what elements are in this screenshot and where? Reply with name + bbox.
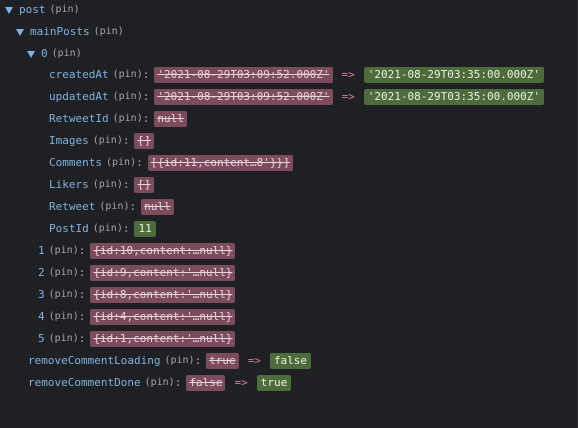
pin-button[interactable]: (pin)	[48, 333, 79, 344]
diff-arrow: =>	[341, 68, 355, 81]
field-row-removeCommentDone[interactable]: removeCommentDone (pin) : false => true	[28, 375, 292, 391]
pin-button[interactable]: (pin)	[93, 26, 124, 37]
old-value: []	[134, 177, 154, 193]
pin-button[interactable]: (pin)	[92, 135, 123, 146]
pin-button[interactable]: (pin)	[112, 91, 143, 102]
caret-down-icon[interactable]	[5, 6, 13, 14]
field-row-removeCommentLoading[interactable]: removeCommentLoading (pin) : true => fal…	[28, 353, 312, 369]
field-row-createdAt[interactable]: createdAt (pin) : '2021-08-29T03:09:52.0…	[49, 67, 544, 83]
pin-button[interactable]: (pin)	[99, 201, 130, 212]
old-value: {id:8,content:'…null}	[90, 287, 236, 303]
field-row-RetweetId[interactable]: RetweetId (pin) : null	[49, 111, 187, 127]
colon: :	[122, 134, 130, 147]
field-row-updatedAt[interactable]: updatedAt (pin) : '2021-08-29T03:09:52.0…	[49, 89, 544, 105]
node-key: 4	[38, 310, 45, 323]
node-key: 1	[38, 244, 45, 257]
pin-button[interactable]: (pin)	[164, 355, 195, 366]
field-row-Images[interactable]: Images (pin) : []	[49, 133, 154, 149]
tree-node-mainPosts[interactable]: mainPosts (pin)	[16, 24, 124, 40]
caret-down-icon[interactable]	[27, 50, 35, 58]
pin-button[interactable]: (pin)	[48, 311, 79, 322]
node-key: 5	[38, 332, 45, 345]
diff-arrow: =>	[234, 376, 248, 389]
colon: :	[78, 332, 86, 345]
tree-node-item-1[interactable]: 1 (pin) : {id:10,content:…null}	[38, 243, 236, 259]
diff-arrow: =>	[341, 90, 355, 103]
colon: :	[78, 266, 86, 279]
field-key: PostId	[49, 222, 89, 235]
old-value: true	[206, 353, 239, 369]
pin-button[interactable]: (pin)	[112, 69, 143, 80]
colon: :	[122, 222, 130, 235]
old-value: null	[141, 199, 174, 215]
new-value: true	[256, 375, 292, 391]
field-key: removeCommentLoading	[28, 354, 161, 367]
colon: :	[78, 288, 86, 301]
old-value: false	[186, 375, 226, 391]
pin-button[interactable]: (pin)	[48, 267, 79, 278]
tree-node-item-5[interactable]: 5 (pin) : {id:1,content:'…null}	[38, 331, 236, 347]
pin-button[interactable]: (pin)	[112, 113, 143, 124]
pin-button[interactable]: (pin)	[105, 157, 137, 168]
old-value: []	[134, 133, 154, 149]
colon: :	[136, 156, 143, 169]
pin-button[interactable]: (pin)	[48, 289, 79, 300]
pin-button[interactable]: (pin)	[51, 48, 82, 59]
tree-node-item-0[interactable]: 0 (pin)	[27, 46, 82, 62]
colon: :	[194, 354, 202, 367]
node-key: 2	[38, 266, 45, 279]
node-key: 3	[38, 288, 45, 301]
field-row-Retweet[interactable]: Retweet (pin) : null	[49, 199, 174, 215]
new-value: '2021-08-29T03:35:00.000Z'	[363, 89, 544, 105]
node-key: post	[19, 3, 46, 16]
tree-node-item-2[interactable]: 2 (pin) : {id:9,content:'…null}	[38, 265, 236, 281]
old-value: '2021-08-29T03:09:52.000Z'	[154, 67, 333, 83]
diff-arrow: =>	[247, 354, 261, 367]
field-row-PostId[interactable]: PostId (pin) : 11	[49, 221, 156, 237]
colon: :	[122, 178, 130, 191]
field-key: Retweet	[49, 200, 96, 213]
colon: :	[174, 376, 182, 389]
field-row-Likers[interactable]: Likers (pin) : []	[49, 177, 154, 193]
field-key: Images	[49, 134, 89, 147]
field-key: createdAt	[49, 68, 109, 81]
colon: :	[142, 68, 150, 81]
new-value: '2021-08-29T03:35:00.000Z'	[363, 67, 544, 83]
old-value: null	[154, 111, 187, 127]
colon: :	[78, 310, 86, 323]
field-key: RetweetId	[49, 112, 109, 125]
colon: :	[142, 90, 150, 103]
old-value: {id:4,content:'…null}	[90, 309, 236, 325]
new-value: 11	[134, 221, 156, 237]
node-key: mainPosts	[30, 25, 90, 38]
colon: :	[129, 200, 137, 213]
new-value: false	[269, 353, 312, 369]
old-value: {id:9,content:'…null}	[90, 265, 236, 281]
old-value: '2021-08-29T03:09:52.000Z'	[154, 89, 333, 105]
node-key: 0	[41, 47, 48, 60]
field-row-Comments[interactable]: Comments (pin) : [{id:11,content…8'}}]	[49, 155, 293, 171]
pin-button[interactable]: (pin)	[48, 245, 79, 256]
pin-button[interactable]: (pin)	[92, 179, 123, 190]
colon: :	[78, 244, 86, 257]
caret-down-icon[interactable]	[16, 28, 24, 36]
colon: :	[142, 112, 150, 125]
field-key: updatedAt	[49, 90, 109, 103]
field-key: Comments	[49, 156, 102, 169]
old-value: {id:10,content:…null}	[90, 243, 236, 259]
tree-node-post[interactable]: post (pin)	[5, 2, 80, 18]
pin-button[interactable]: (pin)	[92, 223, 123, 234]
pin-button[interactable]: (pin)	[144, 377, 175, 388]
old-value: [{id:11,content…8'}}]	[147, 155, 293, 171]
tree-node-item-3[interactable]: 3 (pin) : {id:8,content:'…null}	[38, 287, 236, 303]
old-value: {id:1,content:'…null}	[90, 331, 236, 347]
field-key: removeCommentDone	[28, 376, 141, 389]
field-key: Likers	[49, 178, 89, 191]
tree-node-item-4[interactable]: 4 (pin) : {id:4,content:'…null}	[38, 309, 236, 325]
pin-button[interactable]: (pin)	[49, 4, 80, 15]
